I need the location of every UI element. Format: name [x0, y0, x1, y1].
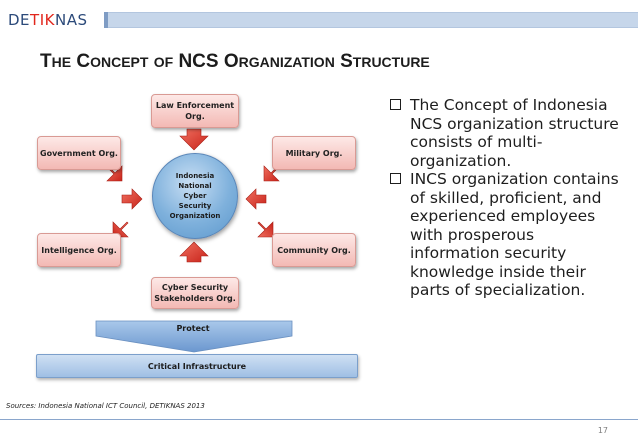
center-label: Organization: [169, 212, 221, 220]
box-label: Intelligence Org.: [41, 245, 117, 255]
protect-chevron-icon: [95, 320, 293, 353]
logo-text-left: DE: [8, 11, 31, 29]
footer-rule: [0, 419, 638, 420]
title-word: CONCEPT: [76, 51, 149, 72]
checkbox-bullet-icon: [390, 173, 401, 184]
diagram-arrows: [95, 128, 293, 353]
arrow-down-icon: [179, 128, 209, 151]
center-label: Security: [178, 202, 212, 210]
header-bar-accent: [104, 12, 108, 28]
title-word: ORGANIZATION: [223, 51, 335, 72]
logo-text-right: NAS: [54, 11, 88, 29]
center-label: Indonesia: [175, 172, 215, 180]
title-word: STRUCTURE: [340, 51, 430, 72]
arrow-left-icon: [245, 188, 267, 210]
center-label: National: [178, 182, 212, 190]
box-label: Org.: [185, 112, 205, 121]
arrow-right-icon: [121, 188, 143, 210]
bullet-text: INCS organization contains of skilled, p…: [410, 170, 619, 299]
bullet-text: The Concept of Indonesia NCS organizatio…: [410, 96, 619, 170]
indonesia-national-cyber-security-organization-circle: Indonesia National Cyber Security Organi…: [152, 153, 238, 239]
checkbox-bullet-icon: [390, 99, 401, 110]
box-label: Cyber Security: [161, 283, 229, 292]
center-label: Cyber: [183, 192, 207, 200]
box-label: Military Org.: [285, 148, 343, 158]
logo-text-mid: TIK: [30, 11, 55, 29]
title-word: OF: [153, 54, 174, 70]
box-label: Stakeholders Org.: [154, 294, 236, 303]
box-label: Law Enforcement: [155, 101, 235, 110]
arrow-up-icon: [179, 241, 209, 263]
title-word: THE: [40, 51, 72, 72]
critical-infrastructure-bar: Critical Infrastructure: [36, 354, 358, 378]
protect-label: Protect: [176, 324, 210, 333]
slide-title: THE CONCEPT OF NCS ORGANIZATION STRUCTUR…: [40, 51, 430, 73]
box-label: Government Org.: [40, 148, 118, 158]
arrow-left-icon: [257, 221, 274, 238]
org-structure-diagram: Law Enforcement Org. Government Org. Mil…: [0, 0, 380, 378]
page-number: 17: [597, 426, 608, 435]
box-label: Community Org.: [277, 245, 351, 255]
community-org-box: Community Org.: [272, 233, 356, 267]
bullet-item: The Concept of Indonesia NCS organizatio…: [388, 96, 628, 170]
bullet-item: INCS organization contains of skilled, p…: [388, 170, 628, 300]
header-bar: [104, 12, 638, 28]
government-org-box: Government Org.: [37, 136, 121, 170]
military-org-box: Military Org.: [272, 136, 356, 170]
cyber-security-stakeholders-org-box: Cyber Security Stakeholders Org.: [151, 277, 239, 309]
bullet-list: The Concept of Indonesia NCS organizatio…: [388, 96, 628, 300]
law-enforcement-org-box: Law Enforcement Org.: [151, 94, 239, 128]
intelligence-org-box: Intelligence Org.: [37, 233, 121, 267]
title-word: NCS: [178, 51, 219, 72]
sources-note: Sources: Indonesia National ICT Council,…: [6, 402, 205, 410]
